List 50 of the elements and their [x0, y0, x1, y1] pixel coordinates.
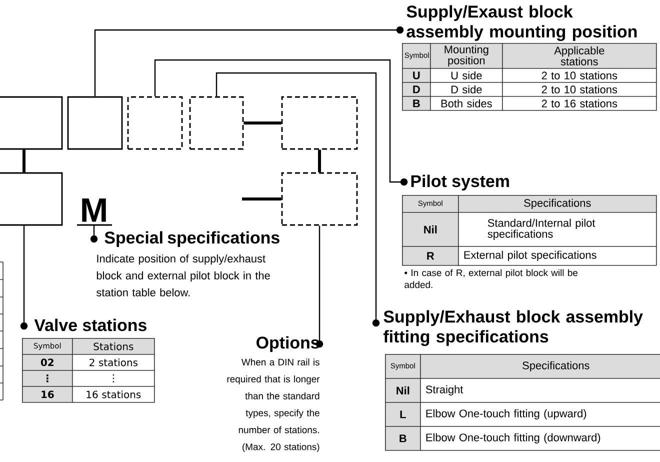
block-box [189, 96, 244, 150]
table-cell: Both sides [430, 96, 503, 111]
table-cell: External pilot specifications [458, 246, 657, 266]
section-heading: Supply/Exhaust block assembly fitting specifications [384, 310, 643, 346]
block-box [0, 172, 63, 226]
table-cell: U [402, 68, 431, 83]
connector-line [244, 122, 282, 124]
table-cell: D [402, 82, 431, 97]
section-heading: Special specifications [104, 231, 280, 247]
leader-line [94, 26, 404, 96]
table-cell: Standard/Internal pilot specifications [458, 212, 657, 247]
table-cell: B [402, 96, 431, 111]
block-box [281, 96, 358, 150]
block-box [281, 172, 358, 226]
table-cell: ⋮ [72, 370, 155, 387]
leader-line [216, 72, 380, 327]
table-cell: B [385, 426, 421, 451]
table-cell: Straight [420, 378, 660, 403]
table-cell: Nil [402, 212, 459, 247]
table-cell: 2 stations [72, 354, 155, 371]
section-heading: Supply/Exaust block assembly mounting position [406, 5, 637, 41]
section-heading: Valve stations [34, 318, 146, 332]
block-box [127, 96, 183, 150]
table-cell: Elbow One-touch fitting (downward) [420, 426, 660, 451]
table-cell: 16 stations [72, 386, 155, 403]
connector-line [318, 150, 321, 172]
table-cell: 2 to 10 stations [502, 68, 657, 83]
description-text: Indicate position of supply/exhaust block and external pilot block in the station table below. [96, 254, 270, 296]
note-text: • In case of R, external pilot block will be added. [404, 269, 578, 288]
table-header-cell: Stations [72, 338, 155, 355]
table-cell: 2 to 10 stations [502, 82, 657, 97]
leader-line [154, 59, 408, 186]
description-text: When a DIN rail is required that is longer than the standard types, specify the number of stations. (Max. 20 stations) [227, 358, 320, 452]
leader-line [316, 226, 324, 348]
table-cell: ⋮ [22, 370, 73, 387]
leader-line [20, 226, 28, 330]
section-heading: Pilot system [411, 174, 509, 190]
leader-line [90, 225, 98, 243]
table-cell: Elbow One-touch fitting (upward) [420, 402, 660, 427]
table-cell: L [385, 402, 421, 427]
table-cell: R [402, 246, 459, 266]
block-box [67, 96, 123, 150]
section-heading: Options [256, 336, 320, 352]
table-cell: Nil [385, 378, 421, 403]
connector-line [22, 150, 26, 172]
table-cell: 02 [22, 354, 73, 371]
block-box [0, 96, 63, 150]
table-cell: 16 [22, 386, 73, 403]
model-letter: M [77, 198, 112, 226]
connector-line [242, 198, 282, 200]
